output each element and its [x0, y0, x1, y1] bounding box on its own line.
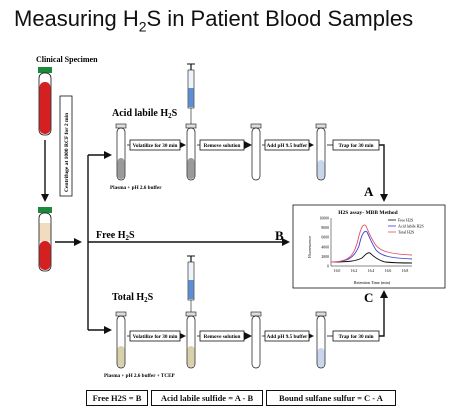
assay-curve-total — [330, 224, 413, 263]
total-syringe-icon — [187, 255, 195, 320]
assay-yticks: 10000 8000 6000 4000 2000 0 — [320, 217, 330, 269]
assay-ytick-label: 2000 — [321, 255, 329, 259]
formula-bound-sulfane: Bound sulfane sulfur = C - A — [266, 390, 396, 406]
acid-row: Plasma + pH 2.6 buffer Volatilize for 30… — [110, 63, 388, 202]
assay-legend-free: Free H2S — [398, 218, 413, 223]
assay-ytick-label: 8000 — [321, 226, 329, 230]
assay-legend-total: Total H2S — [398, 230, 414, 235]
total-tube-2 — [185, 311, 197, 369]
assay-xtick-label: 16.6 — [385, 269, 392, 273]
acid-row-label: Acid labile H2S — [112, 108, 178, 120]
letter-b: B — [275, 228, 284, 243]
free-row-label: Free H2S — [96, 230, 135, 242]
acid-step-4-label: Trap for 30 min — [338, 143, 373, 149]
assay-ylabel: Fluorescence — [307, 236, 312, 258]
total-tube-1 — [115, 311, 127, 369]
slide-title: Measuring H2S in Patient Blood Samples — [14, 6, 444, 34]
assay-ytick-label: 10000 — [320, 217, 330, 221]
assay-title: H2S assay- MBB Method — [338, 210, 397, 216]
assay-panel-frame — [292, 204, 446, 289]
acid-step-3-label: Add pH 9.5 buffer — [267, 143, 308, 149]
specimen-tube-centrifuged — [38, 207, 52, 272]
assay-xtick-label: 16.0 — [334, 269, 341, 273]
acid-step-2-box — [199, 139, 245, 151]
formula-acid-labile: Acid labile sulfide = A - B — [151, 390, 263, 406]
total-row: Plasma + pH 2.6 buffer + TCEP Volatilize… — [104, 255, 388, 379]
letter-a: A — [364, 184, 374, 199]
total-step-3-box — [264, 330, 310, 342]
acid-tube-3 — [250, 123, 262, 181]
acid-tube-4 — [315, 123, 327, 181]
total-tube-3 — [250, 311, 262, 369]
total-row-label: Total H2S — [112, 292, 154, 304]
slide-title-subscript: 2 — [138, 18, 147, 35]
slide-title-main: Measuring H — [14, 6, 139, 31]
centrifuge-label: Centrifuge at 1000 RCF for 2 min — [64, 113, 70, 192]
acid-syringe-icon — [187, 63, 195, 132]
assay-xticks: 16.0 16.2 16.4 16.6 16.8 — [334, 269, 409, 273]
assay-legend: Free H2S Acid labile H2S Total H2S — [388, 218, 424, 235]
acid-step-3-box — [264, 139, 310, 151]
total-arrow-to-assay — [379, 290, 388, 337]
total-step-2-label: Remove solution — [204, 334, 241, 340]
assay-panel: H2S assay- MBB Method Fluorescence Reten… — [292, 204, 446, 289]
total-step-2-box — [199, 330, 245, 342]
formula-free: Free H2S = B — [86, 390, 148, 406]
assay-xtick-label: 16.4 — [368, 269, 375, 273]
assay-xtick-label: 16.2 — [351, 269, 358, 273]
specimen-tube-whole-blood — [38, 67, 52, 136]
acid-step-2-label: Remove solution — [204, 143, 241, 149]
slide-title-tail: S in Patient Blood Samples — [146, 6, 414, 31]
letter-c: C — [364, 290, 373, 305]
acid-step-1-label: Volatilize for 30 min — [133, 143, 178, 149]
assay-curve-free — [330, 252, 413, 264]
assay-ytick-label: 6000 — [321, 236, 329, 240]
assay-xtick-label: 16.8 — [402, 269, 409, 273]
assay-xlabel: Retention Time (min) — [354, 280, 391, 285]
total-step-1-box — [129, 330, 181, 342]
acid-tube-caption: Plasma + pH 2.6 buffer — [110, 185, 162, 191]
total-step-4-label: Trap for 30 min — [338, 334, 373, 340]
acid-tube-1 — [115, 123, 127, 181]
acid-tube-2 — [185, 123, 197, 181]
total-step-1-label: Volatilize for 30 min — [133, 334, 178, 340]
assay-ytick-label: 4000 — [321, 245, 329, 249]
centrifuge-box: Centrifuge at 1000 RCF for 2 min — [59, 95, 73, 197]
total-step-3-label: Add pH 9.5 buffer — [267, 334, 308, 340]
total-tube-4 — [315, 311, 327, 369]
assay-legend-acid: Acid labile H2S — [398, 224, 424, 229]
acid-step-1-box — [129, 139, 181, 151]
total-tube-caption: Plasma + pH 2.6 buffer + TCEP — [104, 373, 176, 379]
acid-arrow-to-assay — [379, 144, 388, 202]
clinical-specimen-label: Clinical Specimen — [36, 55, 98, 64]
assay-curve-acid — [330, 230, 413, 263]
assay-ytick-label: 0 — [327, 265, 329, 269]
